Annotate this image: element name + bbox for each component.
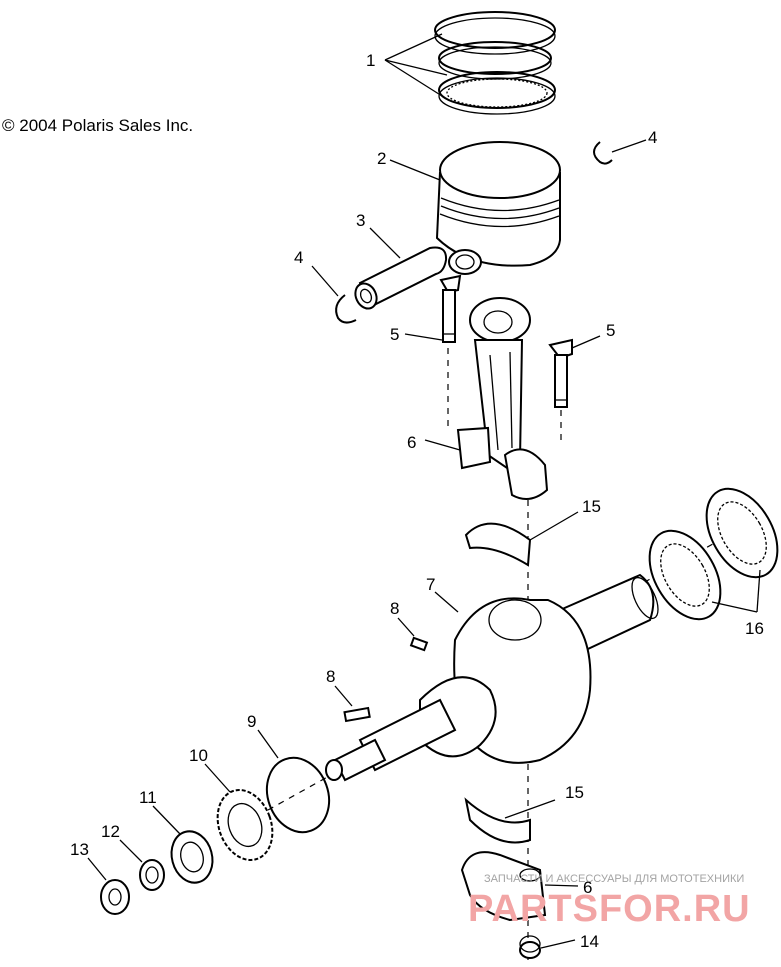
rod-nut <box>519 935 541 959</box>
callout-12: 12 <box>101 822 120 841</box>
leader-line-12 <box>119 839 143 863</box>
callout-13: 13 <box>70 840 89 859</box>
connecting-rod <box>456 297 549 500</box>
leader-line-4-left <box>311 265 339 297</box>
callout-14: 14 <box>580 932 599 951</box>
cap-bolt-right <box>548 338 573 408</box>
callout-1: 1 <box>366 51 375 70</box>
leader-line-7 <box>434 591 459 613</box>
callout-8-upper: 8 <box>390 599 399 618</box>
leader-line-6-bottom <box>544 884 579 887</box>
callout-15-top: 15 <box>582 497 601 516</box>
leader-line-13 <box>87 857 107 881</box>
piston <box>435 141 561 275</box>
callout-3: 3 <box>356 211 365 230</box>
gear <box>216 789 274 861</box>
leader-lines-16 <box>711 569 761 613</box>
callout-5-left: 5 <box>390 325 399 344</box>
copyright-text: © 2004 Polaris Sales Inc. <box>2 116 194 135</box>
leader-line-5-right <box>571 335 601 349</box>
callout-6-top: 6 <box>407 433 416 452</box>
circlip-left <box>335 294 357 324</box>
callout-5-right: 5 <box>606 321 615 340</box>
callout-10: 10 <box>189 746 208 765</box>
leader-line-9 <box>257 729 279 759</box>
rod-bearing-lower <box>464 797 531 844</box>
leader-line-15-top <box>529 511 579 541</box>
callout-6-bottom: 6 <box>583 878 592 897</box>
callout-11: 11 <box>139 788 157 807</box>
leader-line-6-top <box>424 439 461 451</box>
leader-line-14 <box>540 939 576 949</box>
key-lower <box>343 706 371 723</box>
callout-2: 2 <box>377 149 386 168</box>
callout-9: 9 <box>247 712 256 731</box>
leader-line-11 <box>152 805 181 835</box>
main-bearing-outer <box>705 487 779 579</box>
callout-15-bottom: 15 <box>565 783 584 802</box>
end-nut <box>100 879 130 915</box>
callout-4-right: 4 <box>648 128 657 147</box>
watermark-tagline: ЗАПЧАСТИ И АКСЕССУАРЫ ДЛЯ МОТОТЕХНИКИ <box>484 873 744 885</box>
rod-bearing-upper <box>464 522 532 567</box>
washer <box>139 859 165 891</box>
leader-line-3 <box>369 227 401 259</box>
callout-7: 7 <box>426 575 435 594</box>
wrist-pin <box>354 246 448 310</box>
key-upper <box>409 636 429 652</box>
cap-bolt-left <box>439 274 462 343</box>
main-bearing-inner <box>648 529 722 621</box>
piston-rings <box>434 11 556 115</box>
circlip-right <box>593 141 613 165</box>
leader-line-15-bottom <box>504 799 556 819</box>
callout-16: 16 <box>745 619 764 638</box>
leader-lines-1 <box>384 33 448 97</box>
leader-line-8-lower <box>334 685 353 707</box>
leader-line-10 <box>204 763 231 793</box>
callout-4-left: 4 <box>294 248 303 267</box>
leader-line-2 <box>389 159 441 181</box>
callout-8-lower: 8 <box>326 667 335 686</box>
o-ring <box>265 756 331 834</box>
crankshaft <box>325 573 659 782</box>
leader-line-4-right <box>611 139 647 153</box>
rod-cap <box>460 851 547 922</box>
leader-line-5-left <box>404 333 443 341</box>
leader-line-8-upper <box>397 617 415 637</box>
watermark-brand: PARTSFOR.RU <box>468 888 751 930</box>
crank-nut <box>170 830 214 884</box>
